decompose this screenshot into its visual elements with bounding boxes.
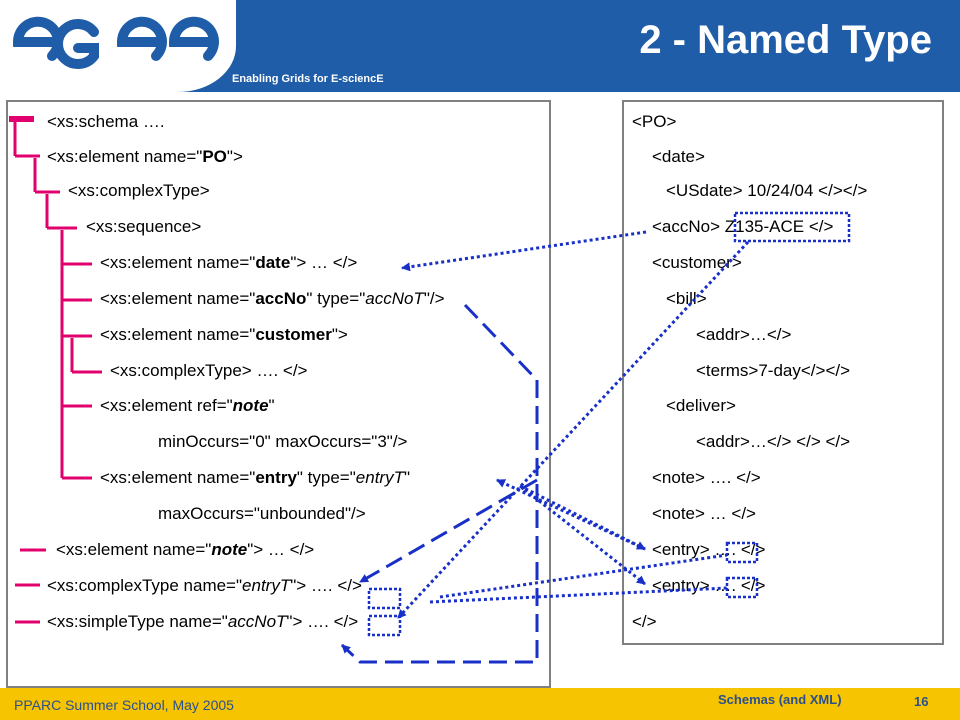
egee-logo-icon [12,16,219,69]
page-number: 16 [914,694,929,709]
schema-line: <xs:element name="date"> … </> [100,253,358,272]
instance-line: <addr>…</> </> </> [696,432,851,451]
schema-line: <xs:element name="customer"> [100,325,348,344]
schema-line: <xs:simpleType name="accNoT"> …. </> [47,612,359,631]
schema-line: minOccurs="0" maxOccurs="3"/> [158,432,408,451]
schema-tree-connectors [9,116,102,624]
instance-line: <deliver> [666,396,736,415]
instance-line: <entry> …. </> [652,540,766,559]
schema-line: <xs:sequence> [86,217,202,236]
schema-line: maxOccurs="unbounded"/> [158,504,366,523]
instance-line: </> [632,612,657,631]
schema-line: <xs:element name="note"> … </> [56,540,315,559]
schema-line: <xs:complexType name="entryT"> …. </> [47,576,362,595]
schema-line: <xs:complexType> [68,181,210,200]
schema-line: <xs:element ref="note" [100,396,275,415]
logo-area [0,0,236,92]
instance-line: <note> … </> [652,504,756,523]
slide-title: 2 - Named Type [639,18,932,62]
header-bar: Enabling Grids for E-sciencE 2 - Named T… [0,0,960,92]
tagline: Enabling Grids for E-sciencE [232,73,384,85]
footer-event: PPARC Summer School, May 2005 [14,697,234,713]
schema-line: <xs:element name="accNo" type="accNoT"/> [100,289,445,308]
instance-line: <accNo> Z135-ACE </> [652,217,834,236]
instance-panel [622,100,944,645]
footer-topic: Schemas (and XML) [718,692,842,707]
instance-line: <bill> [666,289,707,308]
instance-line: <addr>…</> [696,325,792,344]
footer-bar: PPARC Summer School, May 2005 Schemas (a… [0,688,960,720]
instance-line: <USdate> 10/24/04 </></> [666,181,868,200]
schema-line: <xs:schema …. [47,112,165,131]
instance-line: <terms>7-day</></> [696,361,851,380]
schema-line: <xs:element name="entry" type="entryT" [100,468,411,487]
instance-line: <date> [652,147,705,166]
reference-arrows [340,230,750,664]
instance-line: <note> …. </> [652,468,761,487]
instance-line: <customer> [652,253,742,272]
highlight-boxes [367,211,851,637]
schema-line: <xs:element name="PO"> [47,147,243,166]
schema-panel [6,100,551,688]
instance-line: <PO> [632,112,677,131]
instance-line: <entry> …. </> [652,576,766,595]
schema-line: <xs:complexType> …. </> [110,361,308,380]
